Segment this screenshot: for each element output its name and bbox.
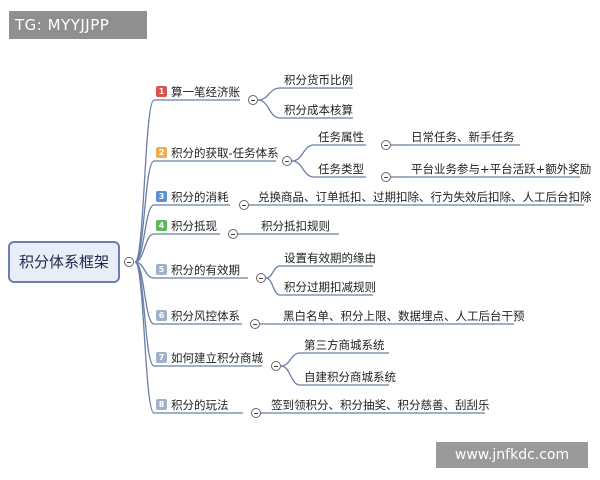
grandchild-label[interactable]: 平台业务参与+平台活跃+额外奖励 [411, 162, 592, 176]
collapse-toggle-icon[interactable] [228, 229, 238, 239]
branch-label[interactable]: 积分风控体系 [171, 309, 240, 323]
watermark-top: TG: MYYJJPP [9, 11, 147, 39]
grandchild-label[interactable]: 日常任务、新手任务 [411, 130, 515, 144]
branch-label[interactable]: 积分的消耗 [171, 190, 229, 204]
child-label[interactable]: 积分抵扣规则 [261, 219, 330, 233]
child-link [257, 87, 281, 101]
branch-number-badge: 7 [156, 352, 167, 363]
collapse-toggle-icon[interactable] [282, 156, 292, 166]
root-branch-link [134, 204, 155, 263]
child-label[interactable]: 积分过期扣减规则 [284, 280, 376, 294]
root-branch-link [134, 99, 155, 263]
collapse-toggle-icon[interactable] [250, 319, 260, 329]
collapse-toggle-icon[interactable] [248, 95, 258, 105]
child-link [265, 277, 281, 296]
child-link [291, 144, 315, 162]
branch-label[interactable]: 积分的有效期 [171, 263, 240, 277]
collapse-toggle-icon[interactable] [124, 257, 134, 267]
branch-label[interactable]: 积分抵现 [171, 219, 217, 233]
branch-number-badge: 5 [156, 264, 167, 275]
branch-number-badge: 8 [156, 399, 167, 410]
child-link [291, 160, 315, 178]
collapse-toggle-icon[interactable] [239, 200, 249, 210]
branch-number-badge: 3 [156, 191, 167, 202]
child-label[interactable]: 黑白名单、积分上限、数据埋点、人工后台干预 [283, 309, 525, 323]
child-label[interactable]: 自建积分商城系统 [304, 370, 396, 384]
branch-label[interactable]: 算一笔经济账 [171, 85, 240, 99]
branch-label[interactable]: 积分的玩法 [171, 398, 229, 412]
child-label[interactable]: 签到领积分、积分抽奖、积分慈善、刮刮乐 [271, 398, 490, 412]
child-label[interactable]: 第三方商城系统 [304, 338, 385, 352]
collapse-toggle-icon[interactable] [271, 361, 281, 371]
child-label[interactable]: 任务属性 [318, 130, 364, 144]
branch-label[interactable]: 积分的获取-任务体系 [171, 146, 279, 160]
root-branch-link [134, 261, 155, 414]
root-branch-link [134, 160, 155, 263]
branch-number-badge: 4 [156, 220, 167, 231]
child-label[interactable]: 积分货币比例 [284, 73, 353, 87]
collapse-toggle-icon[interactable] [251, 408, 261, 418]
child-link [257, 99, 281, 119]
child-link [280, 365, 301, 386]
child-label[interactable]: 积分成本核算 [284, 103, 353, 117]
child-link [280, 352, 301, 367]
child-label[interactable]: 兑换商品、订单抵扣、过期扣除、行为失效后扣除、人工后台扣除 [258, 190, 592, 204]
branch-label[interactable]: 如何建立积分商城 [171, 351, 263, 365]
watermark-bottom: www.jnfkdc.com [436, 442, 588, 468]
child-link [265, 265, 281, 279]
root-node[interactable]: 积分体系框架 [8, 241, 120, 283]
branch-number-badge: 2 [156, 147, 167, 158]
child-label[interactable]: 设置有效期的缘由 [284, 251, 376, 265]
root-branch-link [134, 233, 155, 263]
branch-number-badge: 6 [156, 310, 167, 321]
collapse-toggle-icon[interactable] [381, 140, 391, 150]
collapse-toggle-icon[interactable] [381, 172, 391, 182]
child-label[interactable]: 任务类型 [318, 162, 364, 176]
branch-number-badge: 1 [156, 86, 167, 97]
collapse-toggle-icon[interactable] [256, 273, 266, 283]
